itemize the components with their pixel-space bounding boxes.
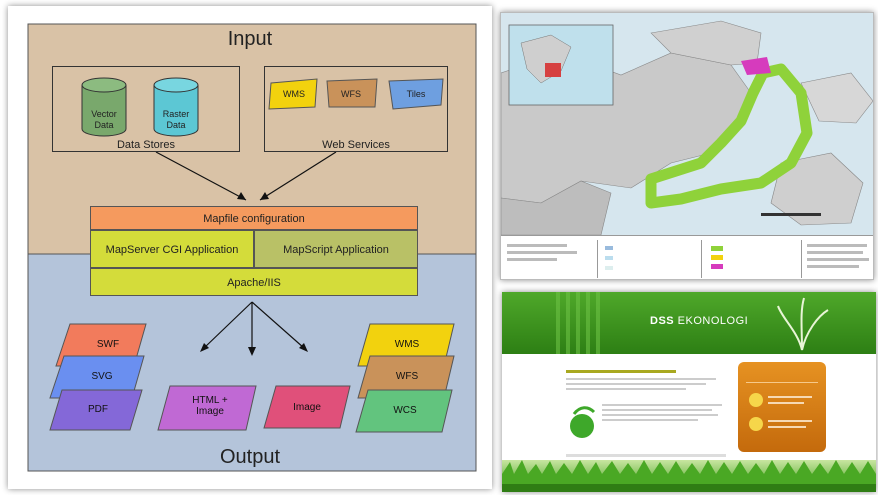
- raster-label-1: Raster: [162, 109, 190, 119]
- map-panel: [500, 12, 874, 280]
- output-pdf-label: PDF: [88, 404, 108, 415]
- apache-iis: Apache/IIS: [90, 268, 418, 296]
- output-wms-label: WMS: [394, 339, 420, 350]
- input-wfs-label: WFS: [341, 89, 361, 99]
- output-title: Output: [219, 446, 281, 468]
- output-image-label: Image: [293, 402, 321, 413]
- input-tiles-label: Tiles: [406, 89, 426, 99]
- web-services-label: Web Services: [322, 139, 390, 151]
- mapscript-application: MapScript Application: [254, 230, 418, 268]
- raster-label-2: Data: [166, 120, 186, 130]
- web-services-group: WMS WFS Tiles Web Services: [264, 66, 448, 152]
- data-stores-label: Data Stores: [116, 139, 176, 151]
- output-svg-label: SVG: [91, 371, 113, 382]
- web-header: DSS EKONOLOGI: [502, 292, 876, 354]
- map-legend: [501, 235, 873, 279]
- grass-footer: [502, 460, 876, 492]
- output-html-image-label: HTML +Image: [192, 395, 228, 417]
- vector-label-2: Data: [94, 120, 114, 130]
- web-content: [566, 370, 726, 457]
- mapfile-configuration: Mapfile configuration: [90, 206, 418, 230]
- output-wfs-label: WFS: [395, 371, 419, 382]
- dss-website-panel: DSS EKONOLOGI: [502, 292, 876, 492]
- output-swf-label: SWF: [96, 339, 120, 350]
- web-title: DSS EKONOLOGI: [650, 315, 749, 327]
- output-wcs-label: WCS: [393, 405, 417, 416]
- input-title: Input: [227, 28, 273, 50]
- orange-info-box: [738, 362, 826, 452]
- map-canvas: [501, 13, 873, 235]
- input-wms-label: WMS: [283, 89, 305, 99]
- mapserver-cgi-application: MapServer CGI Application: [90, 230, 254, 268]
- vector-label-1: Vector: [91, 109, 117, 119]
